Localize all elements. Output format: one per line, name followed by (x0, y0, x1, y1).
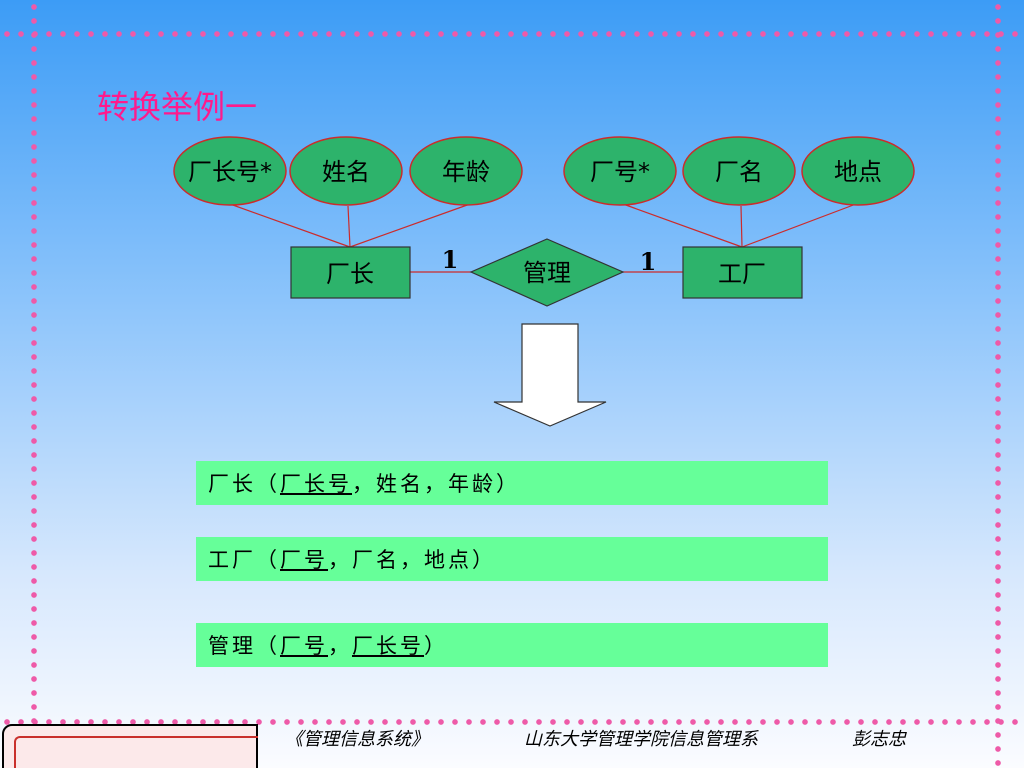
relationship-diamond (469, 238, 625, 307)
relation-name: 工厂 (208, 548, 256, 572)
attribute-label: 姓名 (322, 158, 370, 186)
relation-attributes: ，厂名，地点） (328, 548, 496, 572)
attribute-nodes-left: 厂长号* 姓名 年龄 (173, 136, 523, 206)
cardinality-left: 1 (442, 245, 459, 274)
attribute-nodes-right: 厂号* 厂名 地点 (563, 136, 915, 206)
right-dotted-border (994, 0, 1002, 768)
attribute-ellipse (289, 136, 403, 206)
relation-open-paren: （ (256, 472, 280, 496)
entity-factory (682, 246, 803, 299)
bottom-dotted-border (0, 718, 1024, 726)
attribute-label: 厂长号* (188, 158, 272, 186)
left-dotted-border (30, 0, 38, 768)
relation-attributes: ，姓名，年龄） (352, 472, 520, 496)
cardinality-right: 1 (640, 247, 657, 276)
attribute-ellipse (682, 136, 796, 206)
footer-tab-decoration (2, 724, 258, 768)
attribute-ellipse (409, 136, 523, 206)
primary-key: 厂号 (280, 548, 328, 572)
attribute-label: 厂名 (715, 158, 763, 186)
entity-label-right: 工厂 (718, 260, 766, 288)
primary-key: 厂号 (280, 634, 328, 658)
footer-course: 《管理信息系统》 (285, 729, 429, 750)
footer-author: 彭志忠 (852, 729, 906, 750)
attribute-ellipse (801, 136, 915, 206)
down-arrow-icon (493, 323, 607, 427)
relation-row-director: 厂长（厂长号，姓名，年龄） (196, 461, 828, 505)
relation-name: 管理 (208, 634, 256, 658)
relation-open-paren: （ (256, 634, 280, 658)
slide-title: 转换举例一 (97, 88, 258, 126)
relation-separator: ， (328, 634, 352, 658)
primary-key: 厂长号 (352, 634, 424, 658)
entity-label-left: 厂长 (326, 260, 374, 288)
relationship-label: 管理 (523, 259, 571, 287)
entity-factory-director (290, 246, 411, 299)
primary-key: 厂长号 (280, 472, 352, 496)
attribute-ellipse (563, 136, 677, 206)
relation-name: 厂长 (208, 472, 256, 496)
relation-row-factory: 工厂（厂号，厂名，地点） (196, 537, 828, 581)
footer-department: 山东大学管理学院信息管理系 (524, 729, 758, 750)
attribute-label: 年龄 (442, 158, 490, 186)
connector-lines (229, 203, 857, 273)
attribute-label: 地点 (834, 158, 882, 186)
attribute-ellipse (173, 136, 287, 206)
relation-row-manage: 管理（厂号，厂长号） (196, 623, 828, 667)
top-dotted-border (0, 30, 1024, 38)
attribute-label: 厂号* (590, 158, 650, 186)
relation-open-paren: （ (256, 548, 280, 572)
relation-close-paren: ） (424, 634, 448, 658)
